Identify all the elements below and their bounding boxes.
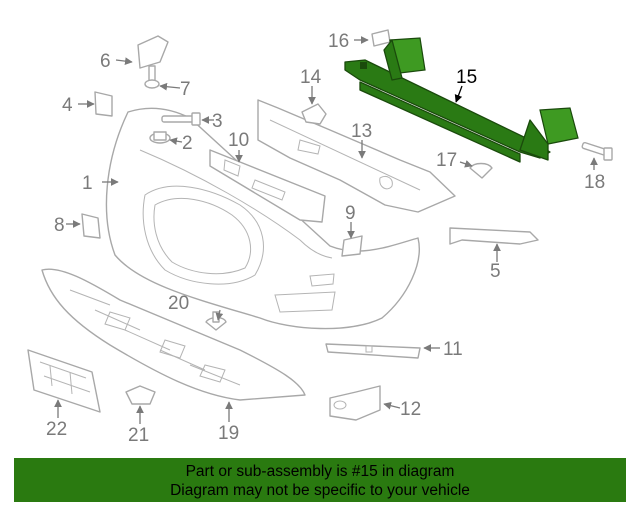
banner-background bbox=[14, 458, 626, 502]
callout-13: 13 bbox=[351, 121, 372, 142]
callout-17: 17 bbox=[436, 150, 457, 171]
tow-cover-9[interactable] bbox=[341, 235, 363, 257]
callout-3: 3 bbox=[212, 111, 223, 132]
callout-15: 15 bbox=[456, 67, 477, 88]
clip-16[interactable] bbox=[371, 29, 391, 47]
leader-lines bbox=[54, 36, 598, 424]
banner-line-1: Part or sub-assembly is #15 in diagram bbox=[186, 463, 455, 480]
callout-18: 18 bbox=[584, 172, 605, 193]
callout-8: 8 bbox=[54, 215, 65, 236]
bolt-17[interactable] bbox=[469, 162, 493, 179]
sensor-14[interactable] bbox=[301, 103, 327, 125]
lower-shield[interactable] bbox=[41, 268, 306, 401]
bolt-7[interactable] bbox=[144, 65, 160, 89]
callout-11: 11 bbox=[443, 339, 463, 360]
bracket-8[interactable] bbox=[81, 213, 101, 239]
bumper-cover[interactable] bbox=[105, 107, 420, 330]
bracket-6[interactable] bbox=[137, 35, 169, 69]
callout-12: 12 bbox=[400, 399, 421, 420]
bracket-12[interactable] bbox=[329, 385, 381, 421]
callout-1: 1 bbox=[82, 173, 93, 194]
callout-10: 10 bbox=[228, 130, 249, 151]
info-banner: Part or sub-assembly is #15 in diagram D… bbox=[14, 458, 626, 502]
callout-5: 5 bbox=[490, 261, 501, 282]
callout-2: 2 bbox=[182, 133, 193, 154]
bolt-18[interactable] bbox=[581, 141, 613, 161]
bumper-reinforcement-15[interactable] bbox=[344, 37, 579, 163]
callout-19: 19 bbox=[218, 423, 239, 444]
callout-6: 6 bbox=[100, 51, 111, 72]
push-pin-20[interactable] bbox=[205, 311, 227, 331]
trim-strip-11[interactable] bbox=[325, 343, 421, 359]
energy-absorber[interactable] bbox=[257, 99, 456, 213]
banner-line-2: Diagram may not be specific to your vehi… bbox=[170, 482, 470, 499]
grille-insert[interactable] bbox=[209, 149, 326, 223]
bracket-4[interactable] bbox=[94, 91, 113, 117]
callout-9: 9 bbox=[345, 203, 356, 224]
callout-22: 22 bbox=[46, 419, 67, 440]
callout-4: 4 bbox=[62, 95, 73, 116]
callout-20: 20 bbox=[168, 293, 189, 314]
bracket-5[interactable] bbox=[449, 227, 539, 245]
license-bracket[interactable] bbox=[27, 349, 101, 413]
parts-diagram: 1 2 3 4 5 6 7 8 9 10 11 12 13 14 15 16 1… bbox=[27, 29, 613, 446]
callout-16: 16 bbox=[328, 31, 349, 52]
clip-21[interactable] bbox=[125, 385, 156, 405]
bolt-3[interactable] bbox=[161, 112, 201, 126]
callout-14: 14 bbox=[300, 67, 322, 88]
callout-labels: 1 2 3 4 5 6 7 8 9 10 11 12 13 14 15 16 1… bbox=[46, 31, 605, 446]
callout-7: 7 bbox=[180, 79, 191, 100]
callout-21: 21 bbox=[128, 425, 149, 446]
